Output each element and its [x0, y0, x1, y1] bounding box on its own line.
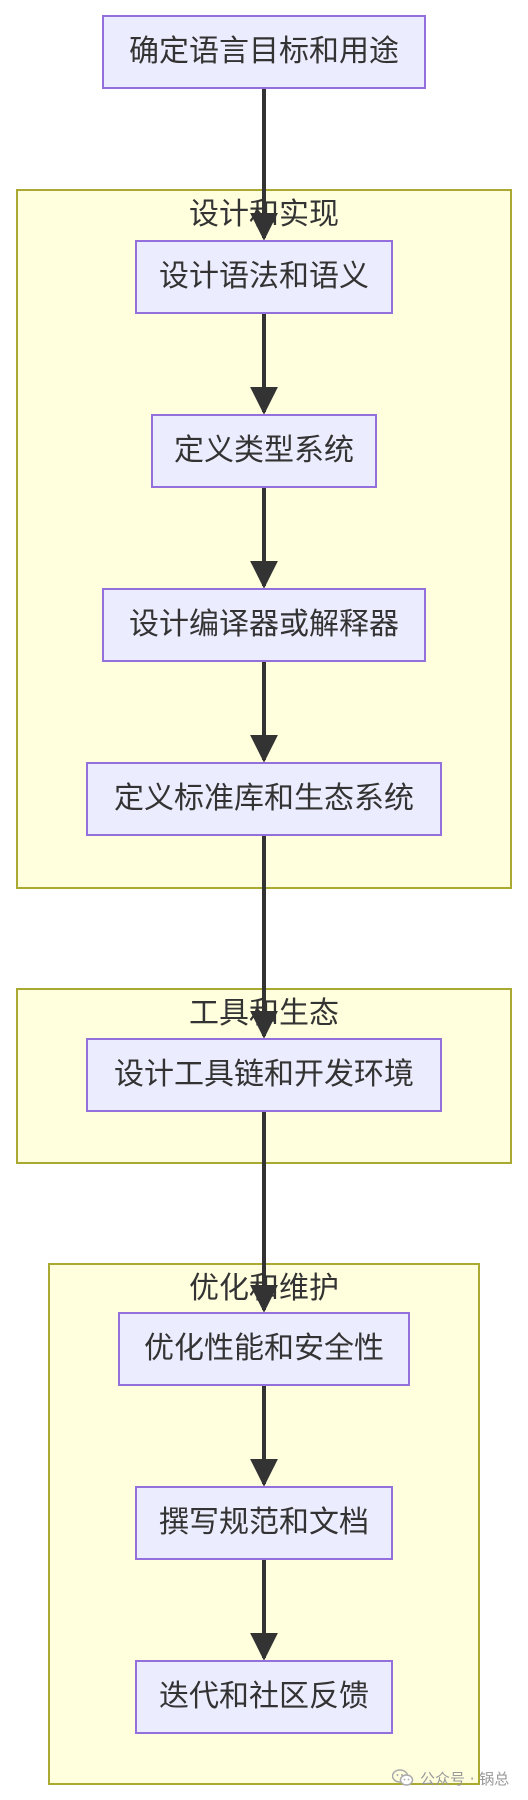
group-title: 优化和维护 — [189, 1271, 339, 1306]
node-perf: 优化性能和安全性 — [118, 1312, 410, 1386]
node-docs: 撰写规范和文档 — [135, 1486, 393, 1560]
node-types: 定义类型系统 — [151, 414, 377, 488]
node-toolchain: 设计工具链和开发环境 — [86, 1038, 442, 1112]
wechat-icon — [392, 1769, 414, 1786]
watermark: 公众号 · 锅总 — [392, 1766, 524, 1790]
node-goal: 确定语言目标和用途 — [102, 15, 426, 89]
node-compiler: 设计编译器或解释器 — [102, 588, 426, 662]
group-title: 工具和生态 — [189, 996, 339, 1031]
node-stdlib: 定义标准库和生态系统 — [86, 762, 442, 836]
watermark-text: 公众号 · 锅总 — [420, 1769, 510, 1788]
node-syntax: 设计语法和语义 — [135, 240, 393, 314]
group-title: 设计和实现 — [189, 197, 339, 232]
node-iterate: 迭代和社区反馈 — [135, 1660, 393, 1734]
